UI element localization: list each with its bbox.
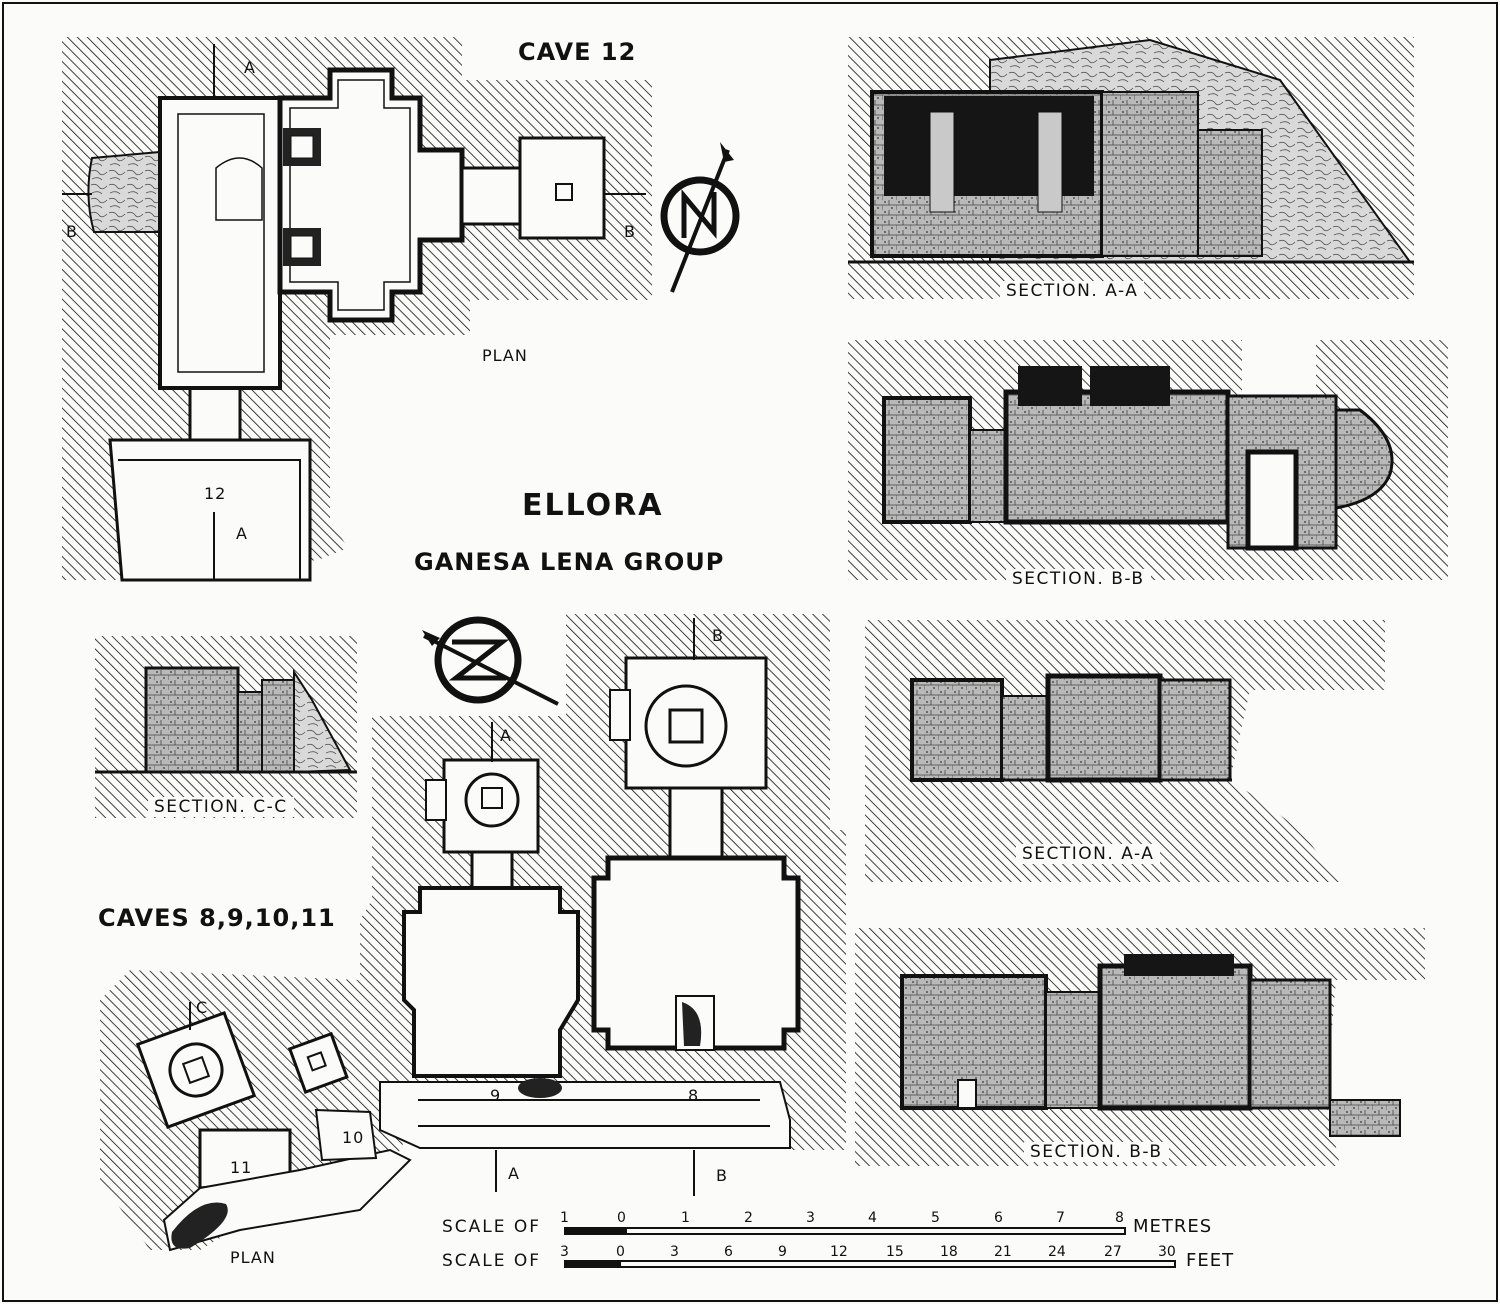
cave12-mark-a-bottom: A bbox=[236, 524, 248, 543]
caves-plan bbox=[100, 614, 846, 1252]
scale-feet-tick: 9 bbox=[778, 1244, 787, 1260]
cave12-mark-b-left: B bbox=[66, 222, 78, 241]
cave12-number: 12 bbox=[204, 484, 227, 503]
scale-metres-tick: 8 bbox=[1115, 1210, 1124, 1226]
scale-metres-tick: 4 bbox=[868, 1210, 877, 1226]
scale-feet-tick: 12 bbox=[830, 1244, 848, 1260]
scale-feet-prefix: SCALE OF bbox=[442, 1251, 542, 1271]
section-aa-label-bottom: SECTION. A-A bbox=[1016, 844, 1161, 864]
scale-feet-tick: 3 bbox=[670, 1244, 679, 1260]
drawing-subtitle: GANESA LENA GROUP bbox=[414, 548, 725, 576]
north-arrow-icon-2 bbox=[422, 616, 559, 706]
drawing-title: ELLORA bbox=[522, 488, 664, 523]
scale-bar-feet bbox=[564, 1260, 1176, 1268]
caves-heading: CAVES 8,9,10,11 bbox=[98, 904, 336, 932]
scale-feet-tick: 15 bbox=[886, 1244, 904, 1260]
scale-feet-tick: 3 bbox=[560, 1244, 569, 1260]
scale-feet-tick: 18 bbox=[940, 1244, 958, 1260]
scale-metres-prefix: SCALE OF bbox=[442, 1217, 542, 1237]
scale-metres-unit: METRES bbox=[1133, 1216, 1213, 1237]
cave-number-8: 8 bbox=[688, 1086, 700, 1105]
scale-metres-tick: 0 bbox=[617, 1210, 626, 1226]
caves-plan-label: PLAN bbox=[230, 1248, 276, 1267]
cave12-plan bbox=[62, 37, 652, 582]
section-bb-label-bottom: SECTION. B-B bbox=[1024, 1142, 1169, 1162]
cave12-plan-label: PLAN bbox=[482, 346, 528, 365]
caves-section-cc bbox=[95, 636, 357, 818]
cave12-section-bb bbox=[848, 340, 1448, 580]
scale-metres-tick: 5 bbox=[931, 1210, 940, 1226]
section-bb-label-top: SECTION. B-B bbox=[1006, 569, 1151, 589]
caves-mark-a-bottom: A bbox=[508, 1164, 520, 1183]
scale-metres-tick: 1 bbox=[681, 1210, 690, 1226]
section-aa-label-top: SECTION. A-A bbox=[1000, 281, 1145, 301]
scale-feet-tick: 6 bbox=[724, 1244, 733, 1260]
caves-mark-a-top: A bbox=[500, 726, 512, 745]
section-cc-label: SECTION. C-C bbox=[148, 797, 294, 817]
cave12-mark-a-top: A bbox=[244, 58, 256, 77]
north-arrow-icon bbox=[660, 142, 740, 293]
scale-metres-tick: 1 bbox=[560, 1210, 569, 1226]
caves-section-aa bbox=[865, 620, 1385, 882]
caves-mark-c: C bbox=[196, 998, 209, 1017]
scale-metres-tick: 3 bbox=[806, 1210, 815, 1226]
caves-mark-b-top: B bbox=[712, 626, 724, 645]
scale-feet-tick: 21 bbox=[994, 1244, 1012, 1260]
cave-number-9: 9 bbox=[490, 1086, 502, 1105]
cave12-heading: CAVE 12 bbox=[518, 38, 637, 66]
cave12-mark-b-right: B bbox=[624, 222, 636, 241]
scale-feet-tick: 30 bbox=[1158, 1244, 1176, 1260]
scale-feet-unit: FEET bbox=[1186, 1250, 1235, 1271]
scale-feet-tick: 24 bbox=[1048, 1244, 1066, 1260]
cave12-section-aa bbox=[848, 37, 1414, 299]
scale-bar-metres bbox=[564, 1227, 1126, 1235]
scale-metres-tick: 6 bbox=[994, 1210, 1003, 1226]
caves-section-bb bbox=[855, 928, 1425, 1166]
scale-metres-tick: 2 bbox=[744, 1210, 753, 1226]
cave-number-10: 10 bbox=[342, 1128, 365, 1147]
scale-feet-tick: 27 bbox=[1104, 1244, 1122, 1260]
caves-mark-b-bottom: B bbox=[716, 1166, 728, 1185]
scale-metres-tick: 7 bbox=[1056, 1210, 1065, 1226]
cave-number-11: 11 bbox=[230, 1158, 253, 1177]
scale-feet-tick: 0 bbox=[616, 1244, 625, 1260]
